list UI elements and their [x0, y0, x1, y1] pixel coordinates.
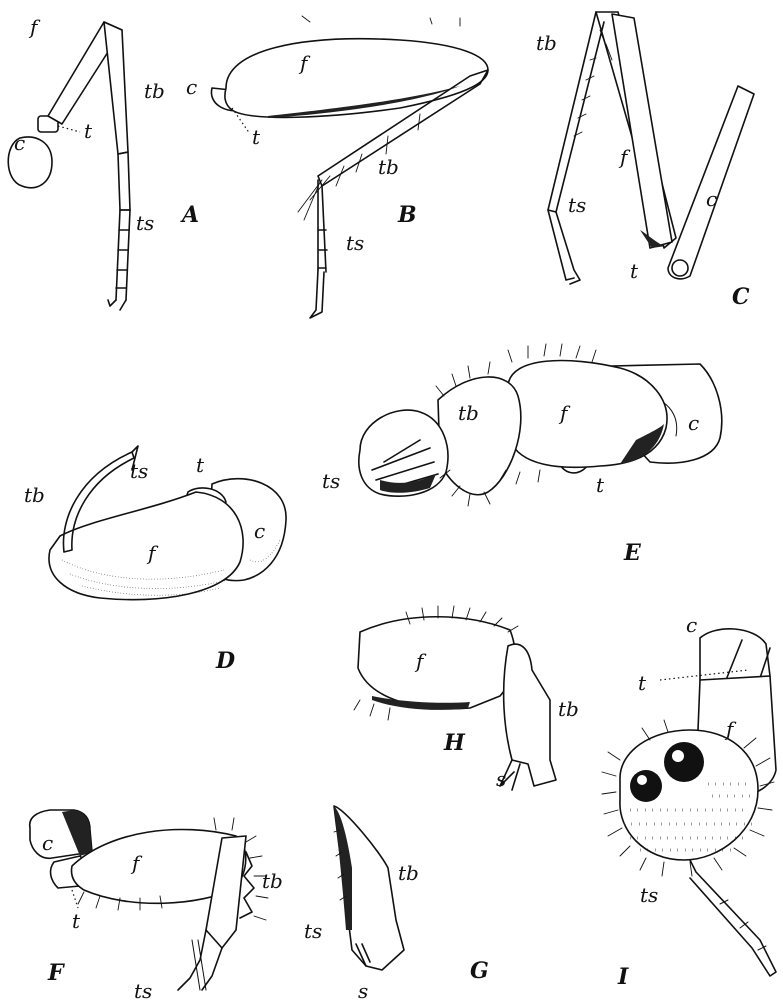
figure-letter-f: F — [47, 960, 65, 986]
figure-letter-i: I — [617, 964, 629, 990]
label-a-ts: ts — [136, 211, 154, 235]
label-a-tb: tb — [144, 79, 165, 103]
figure-b: f c t tb ts B — [186, 16, 488, 318]
label-e-ts: ts — [322, 469, 340, 493]
label-f-c: c — [42, 831, 53, 855]
figure-letter-a: A — [180, 202, 199, 228]
figure-c: tb f ts c t C — [536, 12, 754, 310]
figure-letter-d: D — [215, 648, 235, 674]
label-b-ts: ts — [346, 231, 364, 255]
label-c-t: t — [630, 259, 639, 283]
label-e-t: t — [596, 473, 605, 497]
label-e-c: c — [688, 411, 699, 435]
label-g-ts: ts — [304, 919, 322, 943]
label-e-tb: tb — [458, 401, 479, 425]
label-h-s: s — [496, 767, 506, 791]
label-i-c: c — [686, 613, 697, 637]
label-g-tb: tb — [398, 861, 419, 885]
label-b-tb: tb — [378, 155, 399, 179]
label-d-ts: ts — [130, 459, 148, 483]
figure-f: c f t tb ts F — [30, 810, 283, 1003]
label-a-f: f — [28, 15, 41, 39]
label-d-c: c — [254, 519, 265, 543]
label-c-c: c — [706, 187, 717, 211]
label-c-ts: ts — [568, 193, 586, 217]
figure-d: tb ts t f c D — [24, 446, 286, 674]
label-g-s: s — [358, 979, 368, 1003]
figure-a: f c t tb ts A — [8, 15, 199, 310]
label-i-ts: ts — [640, 883, 658, 907]
label-d-t: t — [196, 453, 205, 477]
label-h-tb: tb — [558, 697, 579, 721]
label-a-c: c — [14, 131, 25, 155]
label-d-tb: tb — [24, 483, 45, 507]
figure-letter-c: C — [732, 284, 750, 310]
figure-h: f tb s H — [354, 606, 579, 791]
label-i-t: t — [638, 671, 647, 695]
label-f-t: t — [72, 909, 81, 933]
label-f-ts: ts — [134, 979, 152, 1003]
figure-letter-h: H — [443, 730, 466, 756]
label-b-c: c — [186, 75, 197, 99]
label-a-t: t — [84, 119, 93, 143]
label-b-t: t — [252, 125, 261, 149]
label-c-f: f — [618, 145, 631, 169]
figure-g: tb ts s G — [304, 806, 489, 1003]
figure-i: c t f ts I — [602, 613, 776, 990]
figure-letter-g: G — [470, 958, 489, 984]
figure-letter-e: E — [623, 540, 642, 566]
figure-letter-b: B — [397, 202, 417, 228]
figure-e: tb f c ts t E — [322, 344, 722, 566]
label-f-tb: tb — [262, 869, 283, 893]
label-c-tb: tb — [536, 31, 557, 55]
